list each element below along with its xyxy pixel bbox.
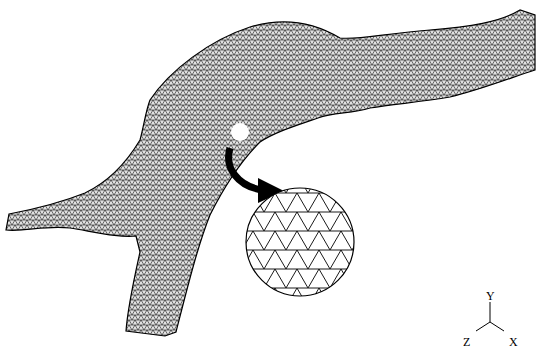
inset-border: [246, 188, 354, 296]
axis-label: Y: [486, 289, 495, 303]
axis-x: [490, 322, 504, 331]
axis-label-holder: X: [509, 332, 518, 350]
axis-label: X: [509, 335, 518, 349]
vessel-mesh: [6, 10, 535, 336]
selected-point: [231, 123, 249, 141]
inset-mesh: [240, 180, 360, 305]
axis-label: Z: [463, 335, 470, 349]
axis-y: [490, 302, 491, 322]
zoom-arrow: [229, 148, 262, 190]
axis-z: [476, 322, 490, 331]
axis-label-holder: Z: [463, 332, 470, 350]
axis-label-holder: Y: [486, 286, 495, 304]
vessel-mesh-shade: [6, 10, 535, 336]
